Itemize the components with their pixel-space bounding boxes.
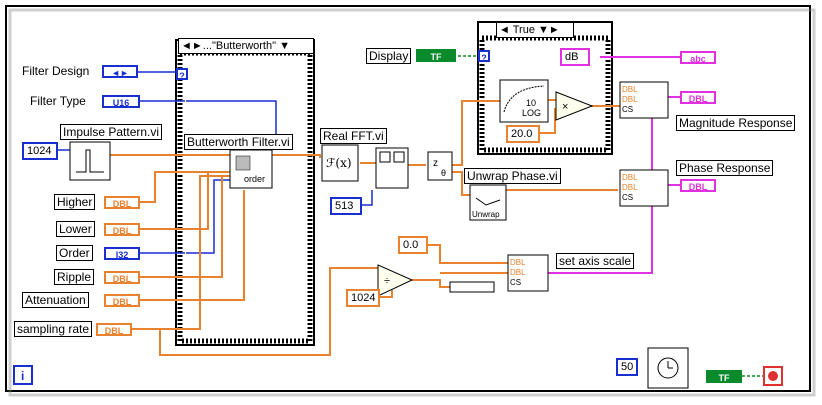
magnitude-response-label: Magnitude Response — [676, 115, 796, 131]
info-icon — [13, 365, 33, 385]
multiply-node — [555, 91, 594, 121]
display-label: Display — [366, 48, 412, 64]
higher-label: Higher — [54, 194, 96, 210]
ripple-label: Ripple — [54, 269, 95, 285]
fft-icon — [321, 144, 359, 182]
wire-ripple-inner — [186, 176, 223, 278]
butterworth-order-text: order — [244, 174, 266, 184]
svg-text:÷: ÷ — [384, 275, 390, 287]
svg-text:z: z — [433, 158, 438, 169]
db-unit-constant[interactable]: dB — [560, 48, 590, 66]
bundle-axis — [507, 254, 549, 292]
wire-phase — [452, 171, 470, 196]
wire-filter-type-inner — [186, 100, 277, 146]
lower-terminal[interactable]: DBL — [104, 223, 140, 236]
wire-20-mult — [540, 108, 556, 134]
bundle-phase-type-3: CS — [622, 193, 634, 202]
chevron-down-icon[interactable]: ▼► — [534, 24, 560, 36]
orange-wires — [110, 99, 620, 356]
case-selector-terminal: ? — [478, 50, 490, 63]
db-20-constant[interactable]: 20.0 — [506, 125, 540, 143]
divisor-constant[interactable]: 1024 — [346, 289, 380, 307]
unwrap-icon-text: Unwrap — [472, 210, 500, 219]
wire-sampling-inner — [186, 175, 236, 330]
svg-text:θ: θ — [441, 168, 446, 178]
fft-length-constant[interactable]: 513 — [330, 197, 362, 215]
stop-button-terminal[interactable]: TF — [706, 370, 742, 383]
green-wires — [458, 55, 764, 377]
bundle-magnitude — [619, 81, 669, 119]
wire-zero — [428, 244, 508, 264]
bundle-mag-type-3: CS — [622, 105, 634, 114]
bundle-phase-type-1: DBL — [622, 173, 638, 182]
case-selector-true[interactable]: ◄ True ▼► — [496, 22, 574, 38]
attenuation-terminal[interactable]: DBL — [104, 294, 140, 307]
stop-icon — [768, 371, 778, 381]
order-terminal[interactable]: I32 — [104, 247, 140, 260]
bundle-axis-type-2: DBL — [510, 268, 526, 277]
case-selector-terminal-2: ? — [176, 68, 188, 81]
set-axis-scale-label: set axis scale — [556, 253, 635, 269]
display-terminal[interactable]: TF — [416, 49, 456, 62]
log-10-text: 10 — [526, 98, 537, 108]
case-selector-butterworth[interactable]: ◄►..."Butterworth" ▼ — [178, 38, 314, 54]
filter-design-label: Filter Design — [22, 64, 90, 78]
wire-513-fft — [360, 190, 373, 206]
cluster-small-icon — [449, 281, 495, 293]
phase-response-label: Phase Response — [676, 160, 774, 176]
db-unit-indicator: abc — [680, 51, 716, 64]
wire-lower-inner — [186, 172, 209, 230]
butterworth-filter-label: Butterworth Filter.vi — [184, 134, 293, 150]
filter-type-terminal[interactable]: U16 — [102, 95, 140, 108]
wait-ms-constant[interactable]: 50 — [616, 358, 638, 376]
log-icon — [499, 79, 549, 123]
wire-sampling-to-divide — [159, 267, 380, 356]
frame-shadow — [8, 8, 816, 397]
filter-design-terminal[interactable]: ◄► — [102, 65, 138, 78]
impulse-length-constant[interactable]: 1024 — [22, 142, 58, 160]
lower-label: Lower — [56, 221, 95, 237]
fft-icon-text: ℱ(x) — [326, 156, 352, 170]
log-text: LOG — [522, 108, 542, 118]
wire-magnitude — [452, 100, 484, 166]
bundle-phase — [619, 169, 669, 207]
wire-higher — [140, 171, 186, 203]
wire-1024-div — [380, 290, 393, 298]
magnitude-response-terminal[interactable]: DBL — [680, 91, 716, 104]
ripple-terminal[interactable]: DBL — [104, 271, 140, 284]
filter-type-label: Filter Type — [30, 94, 86, 108]
diagram-frame — [5, 5, 811, 392]
chevron-down-icon[interactable]: ▼ — [276, 40, 290, 52]
zero-constant[interactable]: 0.0 — [398, 236, 428, 254]
real-fft-label: Real FFT.vi — [320, 128, 387, 144]
bundle-mag-type-1: DBL — [622, 85, 638, 94]
case-arrows-left[interactable]: ◄ — [499, 24, 510, 36]
array-icon — [375, 147, 409, 189]
case-arrows-left[interactable]: ◄► — [181, 40, 203, 52]
bundle-mag-type-2: DBL — [622, 95, 638, 104]
sampling-rate-label: sampling rate — [14, 321, 93, 337]
info-icon-glyph[interactable]: i — [21, 369, 25, 383]
svg-text:×: × — [562, 101, 568, 113]
order-label: Order — [56, 245, 93, 261]
sampling-rate-terminal[interactable]: DBL — [96, 323, 132, 336]
case-structure-true-pattern — [479, 35, 611, 153]
divide-node — [377, 264, 414, 297]
unwrap-phase-label: Unwrap Phase.vi — [464, 168, 561, 184]
wire-attenuation-inner — [186, 190, 245, 301]
higher-terminal[interactable]: DBL — [104, 196, 140, 209]
unwrap-icon — [469, 184, 507, 221]
wire-div-out — [412, 279, 450, 288]
phase-response-terminal[interactable]: DBL — [680, 179, 716, 192]
impulse-pattern-label: Impulse Pattern.vi — [60, 124, 163, 140]
bundle-axis-type-1: DBL — [510, 258, 526, 267]
bundle-axis-type-3: CS — [510, 278, 522, 287]
attenuation-label: Attenuation — [22, 292, 89, 308]
bundle-phase-type-2: DBL — [622, 183, 638, 192]
complex-to-polar-icon — [427, 151, 453, 181]
